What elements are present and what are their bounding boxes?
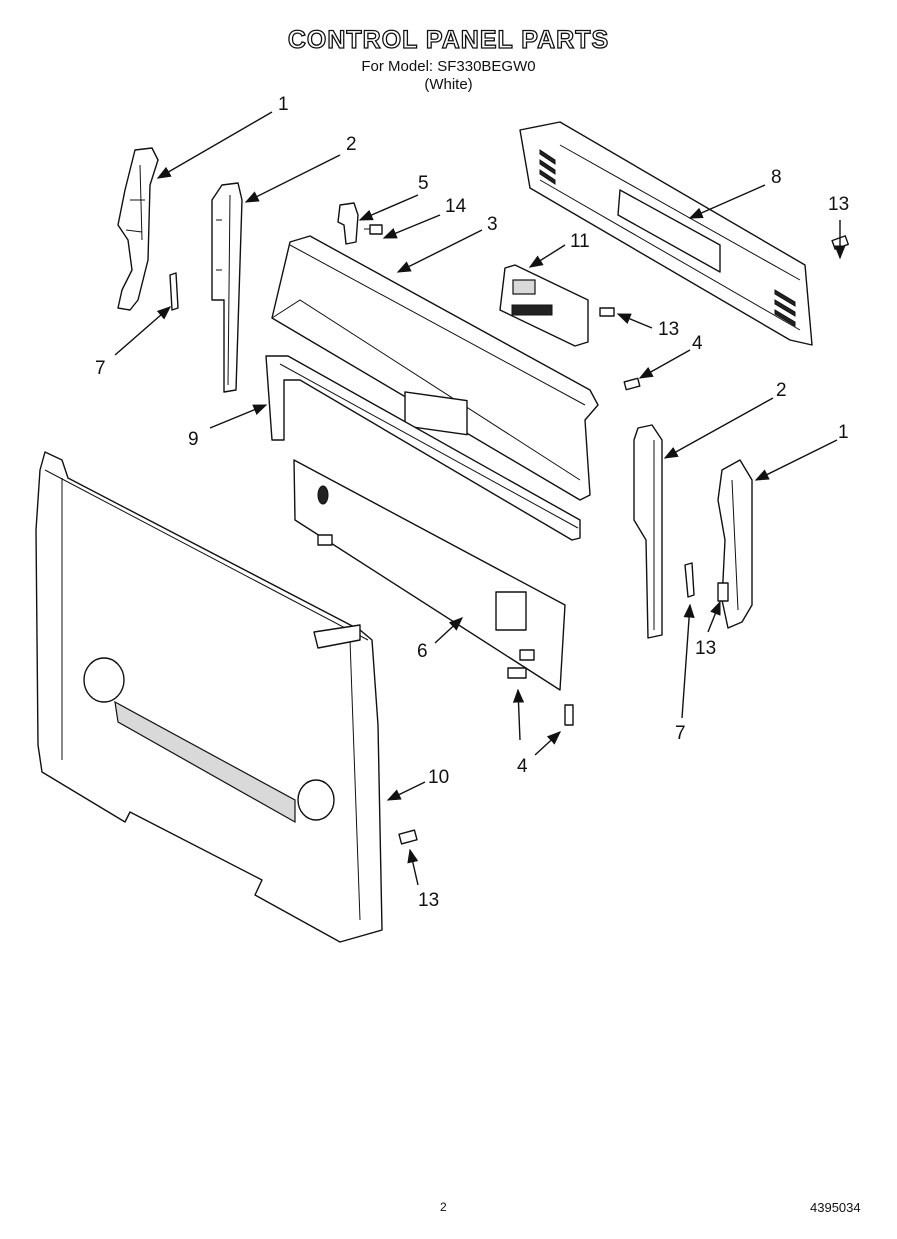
part-end-cap-right — [717, 459, 753, 629]
callout-7-left: 7 — [95, 358, 106, 379]
part-screw-13-bottom — [398, 829, 418, 845]
callout-2-left: 2 — [346, 134, 357, 155]
part-screw-14 — [364, 224, 383, 235]
part-screw-4-upper — [623, 377, 641, 391]
callout-6: 6 — [417, 641, 428, 662]
callout-13-bottom: 13 — [418, 890, 439, 911]
callout-2-right: 2 — [776, 380, 787, 401]
callout-1-left: 1 — [278, 94, 289, 115]
part-clip-right — [684, 562, 695, 598]
callout-11: 11 — [570, 231, 590, 252]
callout-labels: 1 2 5 14 3 8 13 11 13 7 4 2 1 9 6 13 7 4… — [95, 94, 849, 911]
part-end-bracket-left — [211, 182, 243, 393]
page-title: CONTROL PANEL PARTS — [287, 25, 610, 54]
callout-13-right: 13 — [695, 638, 716, 659]
callout-14: 14 — [445, 196, 467, 217]
callout-8: 8 — [771, 167, 782, 188]
callout-7-right: 7 — [675, 723, 686, 744]
part-clock-control — [499, 264, 589, 347]
part-screw-4-lower — [507, 667, 574, 726]
part-screw-13-right — [717, 582, 729, 602]
model-subtitle: For Model: SF330BEGW0 — [361, 58, 536, 75]
part-screw-13-control — [599, 307, 615, 317]
part-front-panel — [293, 459, 566, 691]
callout-4-lower: 4 — [517, 756, 528, 777]
callout-5: 5 — [418, 173, 429, 194]
part-rear-panel — [519, 121, 813, 346]
part-end-cap-left — [117, 147, 159, 311]
callout-3: 3 — [487, 214, 498, 235]
callout-10: 10 — [428, 767, 449, 788]
callout-4-upper: 4 — [692, 333, 703, 354]
callout-13-rear: 13 — [828, 194, 849, 215]
callout-13-control: 13 — [658, 319, 679, 340]
page-number: 2 — [440, 1200, 447, 1214]
callout-9: 9 — [188, 429, 199, 450]
document-number: 4395034 — [810, 1200, 861, 1215]
leader-lines — [114, 111, 846, 886]
part-small-bracket — [337, 202, 359, 245]
part-clip-left — [169, 272, 179, 311]
part-end-bracket-right — [633, 424, 663, 639]
callout-1-right: 1 — [838, 422, 849, 443]
color-note: (White) — [424, 76, 473, 93]
part-backing-panel — [35, 451, 383, 943]
part-console-panel — [271, 235, 599, 501]
part-trim-rail — [265, 355, 581, 541]
